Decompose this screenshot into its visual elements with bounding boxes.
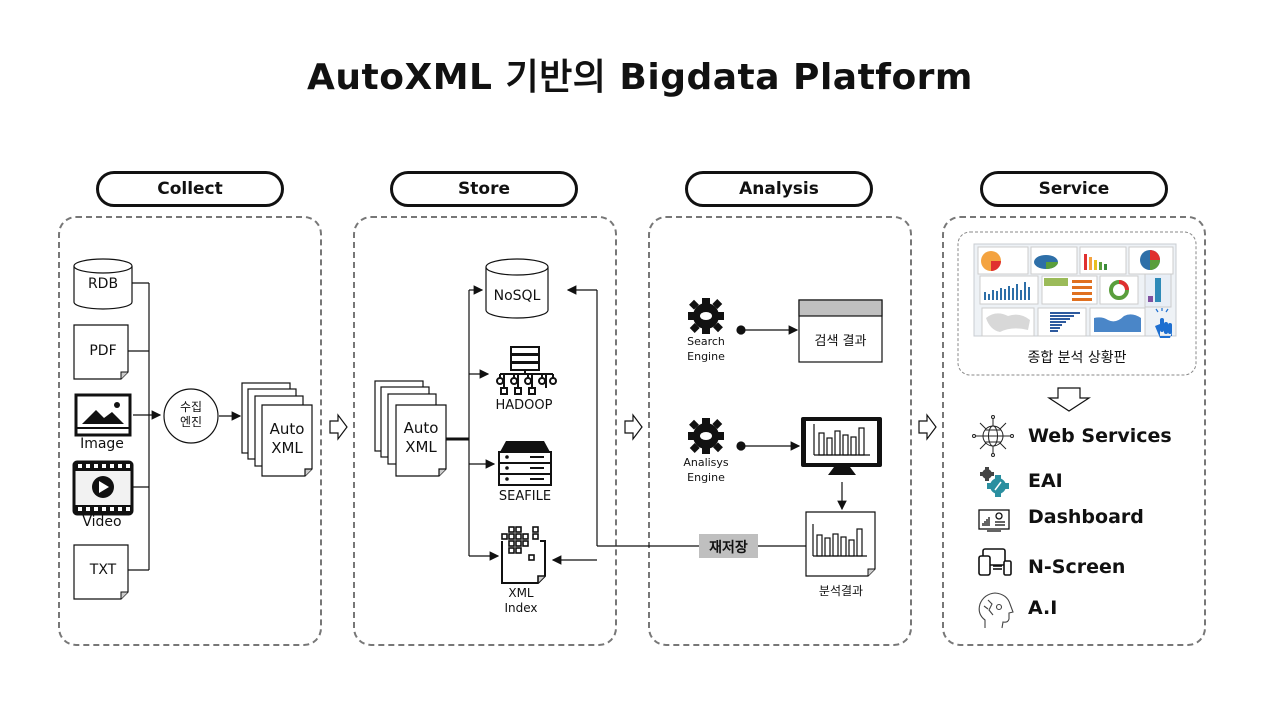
analysis-result-label: 분석결과 [818, 584, 864, 598]
xml-index-line2: Index [504, 601, 538, 615]
analysis-connectors [736, 325, 847, 511]
collect-connectors [128, 282, 242, 571]
rdb-label: RDB [87, 276, 119, 292]
stage-arrow-icon [624, 413, 643, 441]
autoxml-stack-icon-store [374, 380, 447, 477]
store-panel [353, 216, 617, 646]
analysis-engine-gear-icon [688, 418, 724, 454]
store-connectors [446, 285, 806, 565]
autoxml-stack-icon [241, 382, 313, 477]
touch-hand-icon [1155, 308, 1172, 338]
stage-arrow-icon [329, 413, 348, 441]
gears-icon [980, 467, 1009, 497]
seafile-server-icon [498, 441, 552, 486]
stage-header-service: Service [980, 171, 1168, 207]
dashboard-monitor-icon [978, 509, 1010, 532]
txt-label: TXT [89, 562, 117, 578]
service-panel [942, 216, 1206, 646]
autoxml-line2: XML [271, 439, 303, 457]
xml-index-line1: XML [508, 586, 534, 600]
txt-document-icon [73, 544, 129, 600]
dashboard-caption: 종합 분석 상황판 [1027, 350, 1127, 366]
multi-device-icon [978, 548, 1012, 576]
autoxml-line1: Auto [403, 419, 439, 437]
nosql-database-icon [485, 258, 549, 319]
rdb-database-icon [73, 258, 133, 310]
search-result-label: 검색 결과 [814, 334, 867, 349]
analysis-panel [648, 216, 912, 646]
pdf-document-icon [73, 324, 129, 380]
stage-arrow-icon [918, 413, 937, 441]
engine-line1: 수집 [179, 400, 203, 414]
analysis-engine-line2: Engine [687, 471, 725, 484]
stage-header-collect: Collect [96, 171, 284, 207]
service-n-screen: N-Screen [1028, 556, 1126, 578]
seafile-label: SEAFILE [498, 489, 552, 504]
collect-panel [58, 216, 322, 646]
search-engine-line1: Search [687, 335, 725, 348]
analysis-result-document-icon [805, 511, 876, 577]
down-arrow-icon [1046, 387, 1092, 412]
analysis-engine-line1: Analisys [683, 456, 729, 469]
video-label: Video [82, 514, 122, 530]
service-eai: EAI [1028, 470, 1063, 492]
ai-head-icon [978, 592, 1014, 629]
hadoop-cluster-icon [496, 346, 557, 395]
autoxml-line2: XML [405, 438, 437, 456]
restore-badge [699, 534, 758, 558]
restore-label: 재저장 [709, 540, 748, 556]
globe-network-icon [972, 415, 1014, 457]
search-engine-gear-icon [688, 298, 724, 334]
collection-engine-node [163, 388, 219, 444]
service-web-services: Web Services [1028, 425, 1172, 447]
dashboard-thumbnail-collage [973, 243, 1177, 338]
monitor-chart-icon [801, 417, 882, 475]
image-label: Image [80, 436, 124, 452]
video-icon [72, 460, 134, 516]
image-icon [74, 393, 132, 437]
nosql-label: NoSQL [493, 288, 541, 304]
service-ai: A.I [1028, 597, 1058, 619]
hadoop-label: HADOOP [495, 398, 553, 413]
stage-header-store: Store [390, 171, 578, 207]
pdf-label: PDF [89, 343, 117, 359]
stage-header-analysis: Analysis [685, 171, 873, 207]
page-title: AutoXML 기반의 Bigdata Platform [307, 57, 973, 98]
autoxml-line1: Auto [269, 420, 305, 438]
search-result-window-icon [798, 299, 883, 363]
search-engine-line2: Engine [687, 350, 725, 363]
engine-line2: 엔진 [179, 415, 203, 429]
xml-index-icon [501, 526, 546, 584]
service-dashboard: Dashboard [1028, 506, 1144, 528]
